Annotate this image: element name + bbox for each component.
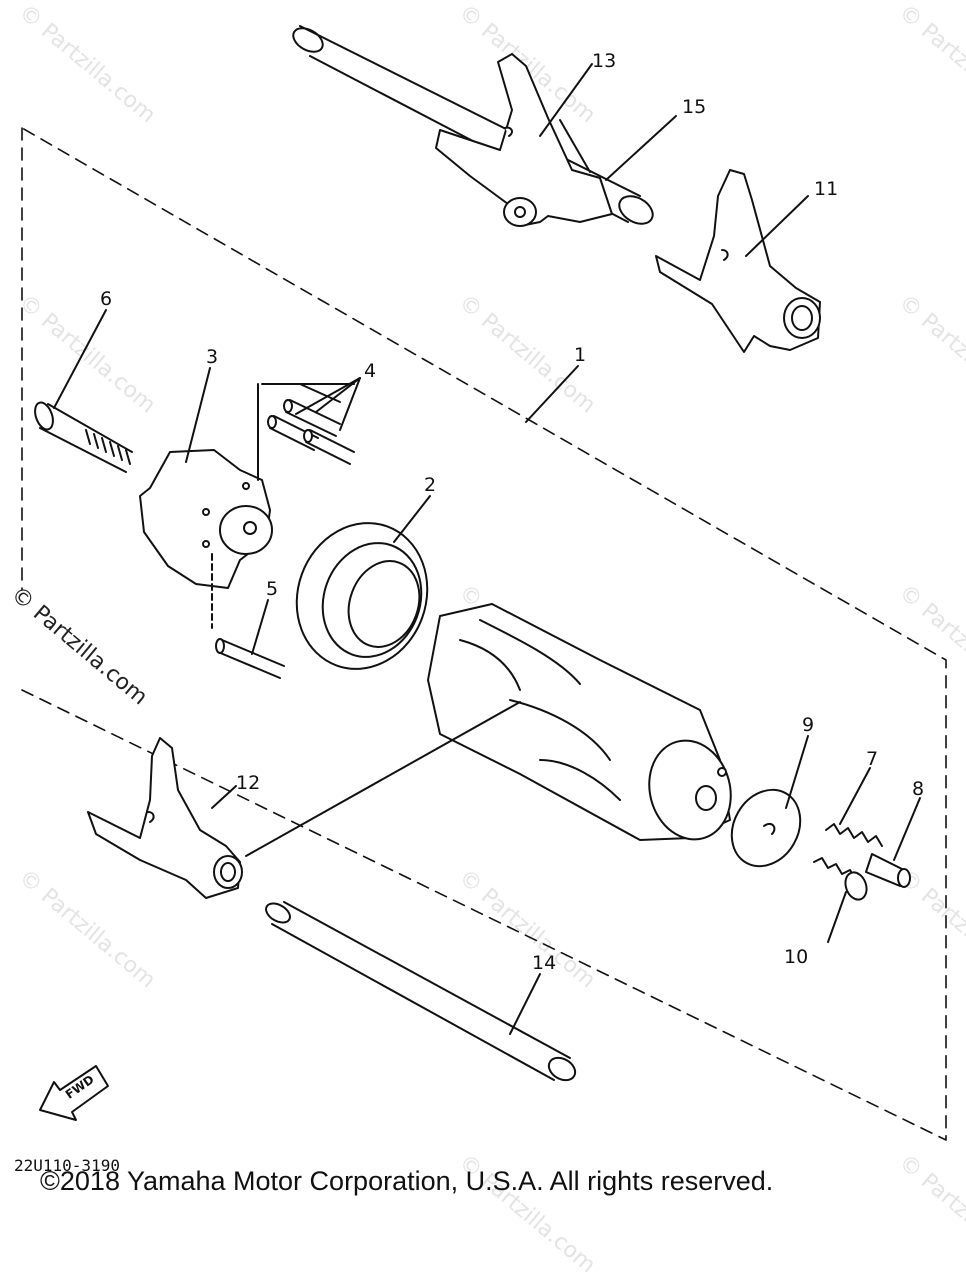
leader-13 — [539, 63, 593, 137]
leader-4c — [339, 377, 361, 431]
fwd-arrow-icon — [39, 1065, 109, 1121]
callout-15: 15 — [682, 96, 707, 118]
diagram-code: 22U110-3190 — [14, 1156, 120, 1175]
callout-12: 12 — [236, 772, 261, 794]
callout-8: 8 — [912, 778, 925, 800]
leader-12 — [211, 785, 237, 809]
callout-1: 1 — [574, 344, 587, 366]
leader-11 — [745, 195, 809, 257]
shift-fork-shaft-lower — [265, 901, 577, 1082]
callout-2: 2 — [424, 474, 437, 496]
leader-12-drum — [245, 701, 521, 857]
callout-4: 4 — [364, 360, 377, 382]
leader-10 — [827, 891, 847, 943]
leader-15 — [605, 115, 677, 181]
screw-10 — [813, 857, 868, 901]
shift-drum — [427, 603, 732, 841]
leader-1 — [525, 365, 579, 423]
callout-10: 10 — [784, 946, 809, 968]
plunger-8 — [865, 853, 911, 888]
callout-14: 14 — [532, 952, 557, 974]
callout-7: 7 — [866, 748, 879, 770]
copyright-notice: ©2018 Yamaha Motor Corporation, U.S.A. A… — [40, 1166, 774, 1196]
shift-drum-exploded-diagram — [21, 25, 947, 1141]
callout-5: 5 — [266, 578, 279, 600]
leader-4b — [295, 377, 361, 415]
pins-4 — [257, 383, 355, 481]
leader-4a — [315, 377, 361, 413]
leader-8 — [893, 797, 921, 861]
segment-3 — [139, 449, 273, 589]
bolt-6 — [34, 401, 133, 473]
leader-14 — [509, 973, 541, 1035]
spring-7 — [825, 823, 883, 847]
assembly-outline — [21, 127, 947, 1141]
callout-6: 6 — [100, 288, 113, 310]
leader-2 — [393, 495, 431, 543]
leader-6 — [53, 309, 107, 409]
plate-9 — [730, 788, 802, 868]
shift-fork-11 — [655, 169, 821, 353]
shift-fork-12 — [87, 737, 243, 899]
leader-5 — [251, 599, 269, 655]
leader-3 — [185, 367, 211, 463]
shift-fork-13 — [435, 53, 613, 227]
callout-3: 3 — [206, 346, 219, 368]
callout-11: 11 — [814, 178, 839, 200]
bearing-2 — [295, 522, 429, 670]
leader-7 — [839, 767, 871, 825]
callout-13: 13 — [592, 50, 617, 72]
callout-9: 9 — [802, 714, 815, 736]
leader-9 — [785, 735, 809, 809]
